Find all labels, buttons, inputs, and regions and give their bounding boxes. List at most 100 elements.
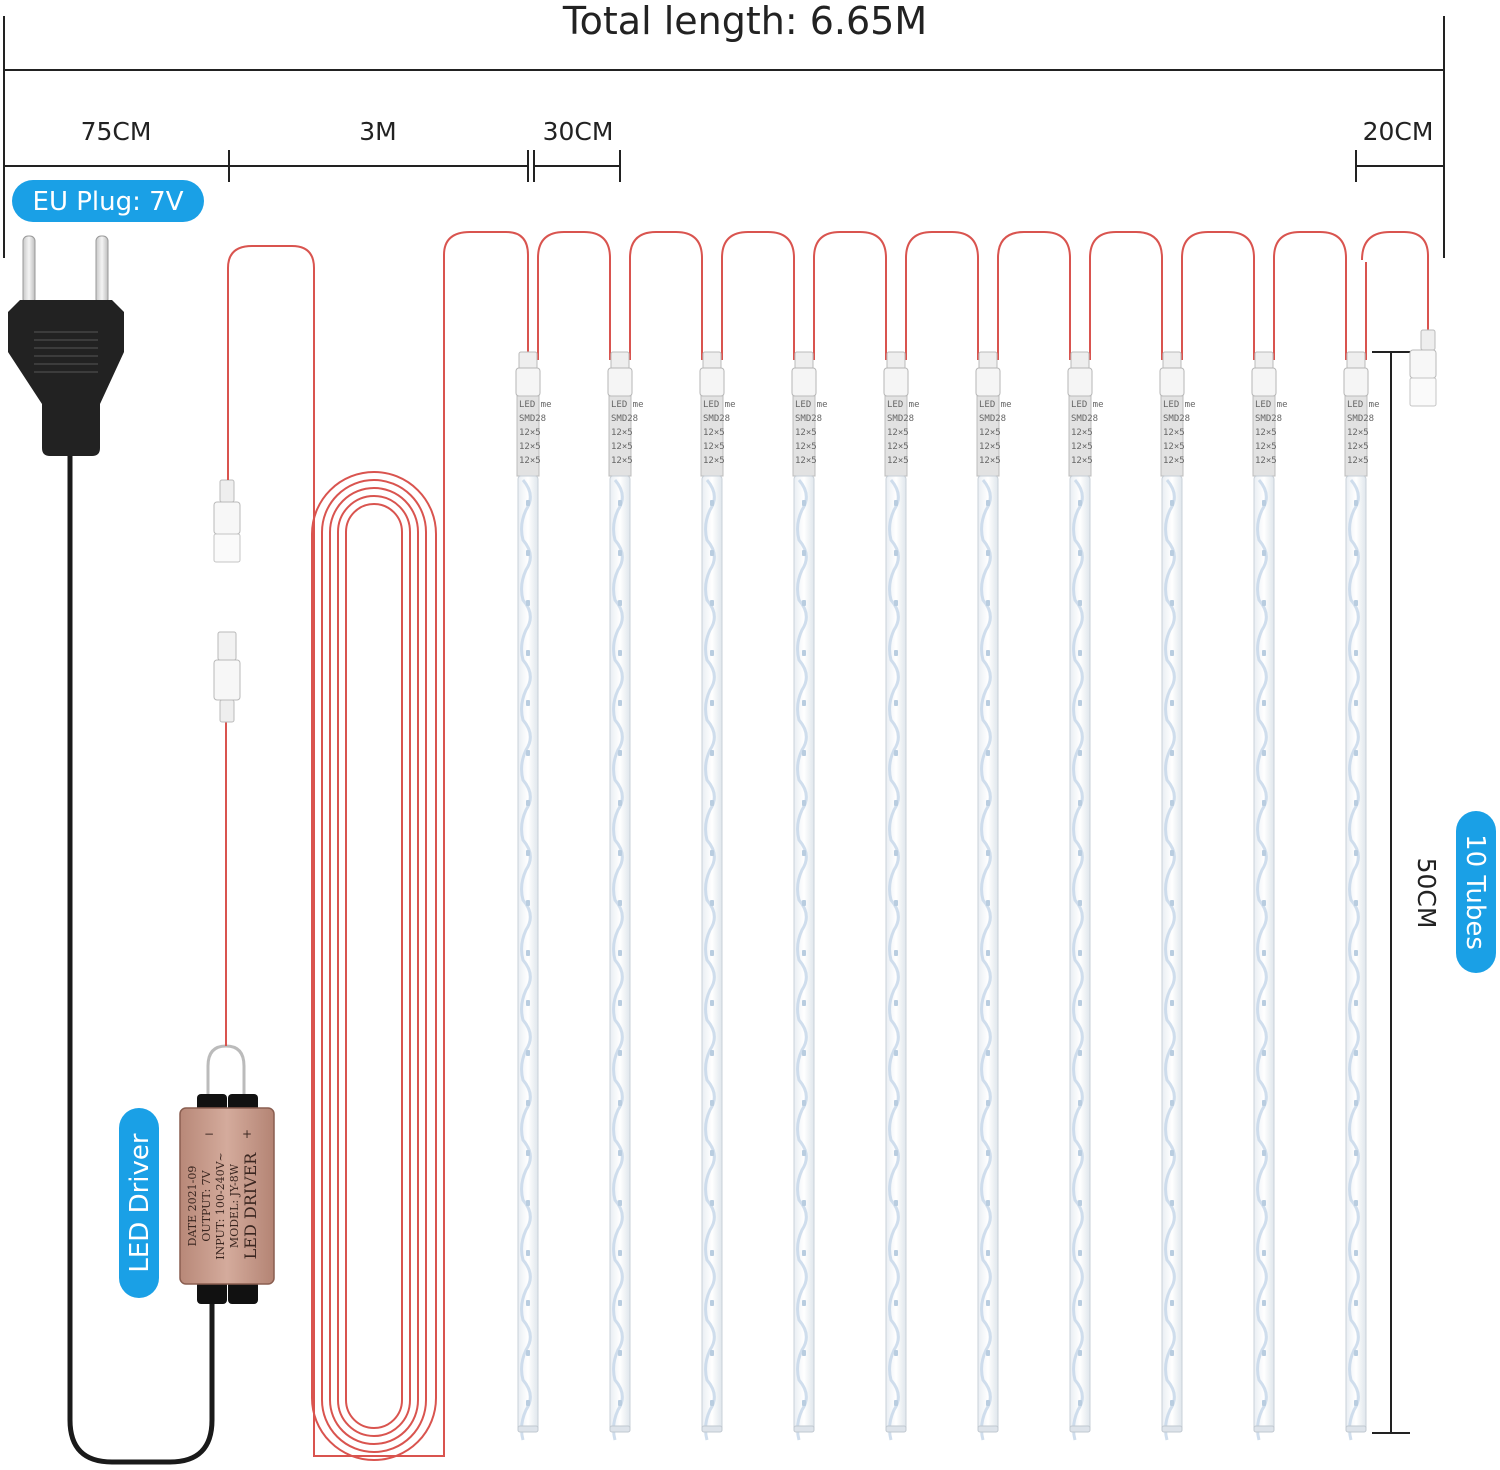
tube-spiral (980, 479, 992, 1441)
tube-led (986, 1000, 990, 1006)
connecting-wire (905, 231, 979, 360)
tube-led (1262, 1150, 1266, 1156)
tube-led (618, 800, 622, 806)
tube-label-text: 12×5 (1347, 428, 1369, 438)
tube-label-text: 12×5 (611, 456, 633, 466)
tube-led (618, 1200, 622, 1206)
tube-label-text: 12×5 (611, 428, 633, 438)
tube-led (802, 1100, 806, 1106)
tube-led (1262, 1300, 1266, 1306)
tube-led (710, 750, 714, 756)
tube-led (1170, 950, 1174, 956)
tube-spiral (796, 479, 808, 1441)
tube-led (894, 1250, 898, 1256)
tube-spiral (1256, 479, 1268, 1441)
tube-led (1354, 1300, 1358, 1306)
tube-led (1170, 1000, 1174, 1006)
tube-led (1354, 600, 1358, 606)
tube-led (710, 1200, 714, 1206)
tube-led (618, 900, 622, 906)
tube-led (526, 1150, 530, 1156)
tube-label-text: SMD28 (703, 414, 730, 424)
tube-connector (607, 367, 633, 397)
tube-led (986, 1250, 990, 1256)
tube-led (986, 1050, 990, 1056)
tube-led (1078, 700, 1082, 706)
tube-led (1262, 1250, 1266, 1256)
tube-label-text: 12×5 (703, 442, 725, 452)
tube-connector (791, 367, 817, 397)
tube-label-text: 12×5 (519, 456, 541, 466)
tube-label-text: SMD28 (795, 414, 822, 424)
tube-led (1078, 1400, 1082, 1406)
tube-led (1170, 1300, 1174, 1306)
tube-label-text: SMD28 (1347, 414, 1374, 424)
tube-led (986, 1200, 990, 1206)
tube-led (1262, 1100, 1266, 1106)
tube-led (986, 700, 990, 706)
tube-connector-cap (978, 351, 998, 371)
tube-led (1354, 550, 1358, 556)
tube-led (1170, 800, 1174, 806)
tube-led (1170, 600, 1174, 606)
tube-led (894, 600, 898, 606)
tube-led (1262, 500, 1266, 506)
tube-led (894, 1300, 898, 1306)
tube-led (1078, 950, 1082, 956)
tube-label-text: 12×5 (519, 428, 541, 438)
tube-led (894, 800, 898, 806)
tube-led (1078, 1000, 1082, 1006)
tube-led (802, 1200, 806, 1206)
coiled-lead-wire (311, 471, 437, 1461)
tube-label-text: 12×5 (1071, 456, 1093, 466)
tube-label-text: 12×5 (795, 428, 817, 438)
tube-led (526, 850, 530, 856)
tube-led (1262, 800, 1266, 806)
tube-end-cap (885, 1425, 907, 1433)
tube-led (1354, 900, 1358, 906)
tube-led (1078, 1300, 1082, 1306)
tube-led (1262, 550, 1266, 556)
tube-led (1354, 1050, 1358, 1056)
tube-led (1078, 1100, 1082, 1106)
tube-led (1262, 650, 1266, 656)
tube-led (1078, 500, 1082, 506)
tube-led (1078, 1150, 1082, 1156)
tube-label-text: 12×5 (1255, 442, 1277, 452)
tube-led (710, 1400, 714, 1406)
tube-led (1170, 550, 1174, 556)
tube-led (526, 700, 530, 706)
tube-connector-cap (1346, 351, 1366, 371)
tube-led (894, 1050, 898, 1056)
tube-connector-cap (1162, 351, 1182, 371)
tube-led (1078, 550, 1082, 556)
tube-led (986, 850, 990, 856)
tube-spiral (888, 479, 900, 1441)
tube-led (986, 900, 990, 906)
tube-led (802, 550, 806, 556)
tube-led (802, 950, 806, 956)
tube-led (1354, 800, 1358, 806)
tube-led (1170, 1400, 1174, 1406)
tube-led (986, 800, 990, 806)
tube-end-cap (1345, 1425, 1367, 1433)
tube-led (1354, 700, 1358, 706)
tube-led (1262, 1000, 1266, 1006)
tube-led (710, 500, 714, 506)
tube-led (986, 1150, 990, 1156)
total-length-label: Total length: 6.65M (562, 0, 927, 43)
tube-led (618, 700, 622, 706)
tube-connector-cap (886, 351, 906, 371)
tube-led (1262, 1200, 1266, 1206)
tube-label-text: 12×5 (1163, 428, 1185, 438)
tube-end-cap (1253, 1425, 1275, 1433)
driver-polarity-plus: + (242, 1127, 252, 1141)
connecting-wire (813, 231, 887, 360)
